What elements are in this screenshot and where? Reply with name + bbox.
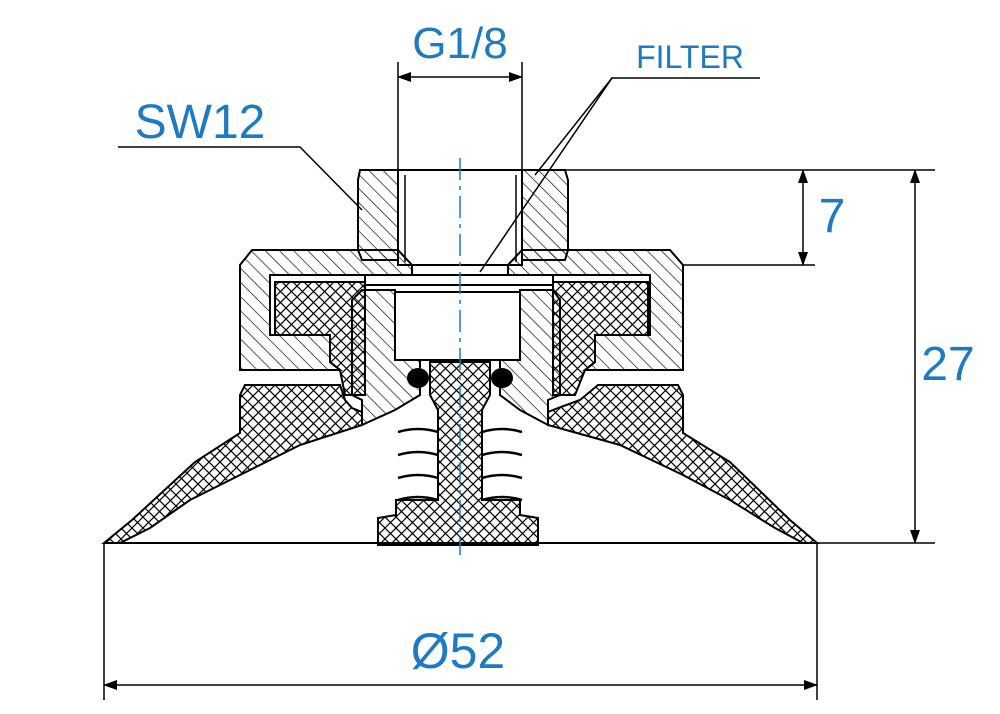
o-ring-right: [491, 368, 513, 388]
filter-label: FILTER: [636, 39, 744, 75]
sleeve-bore: [394, 291, 521, 361]
spring: [397, 427, 523, 502]
filter-disc: [364, 274, 554, 286]
metal-body: [239, 169, 684, 427]
height-label: 27: [921, 338, 974, 391]
cup-lip-right: [547, 384, 820, 544]
o-ring-left: [407, 368, 429, 388]
flange-left: [239, 249, 413, 371]
thread-label: G1/8: [412, 19, 507, 68]
cup-lip-left: [101, 384, 363, 544]
flange-right: [507, 249, 684, 371]
wrench-label: SW12: [135, 96, 266, 149]
valve: [377, 361, 539, 546]
hex-nut-left: [357, 169, 399, 261]
valve-stem: [377, 361, 539, 546]
depth-label: 7: [819, 190, 846, 243]
wrench-leader: [118, 146, 363, 211]
dimensions: [103, 62, 935, 700]
diameter-label: Ø52: [411, 623, 506, 679]
hex-nut-right: [521, 169, 569, 261]
